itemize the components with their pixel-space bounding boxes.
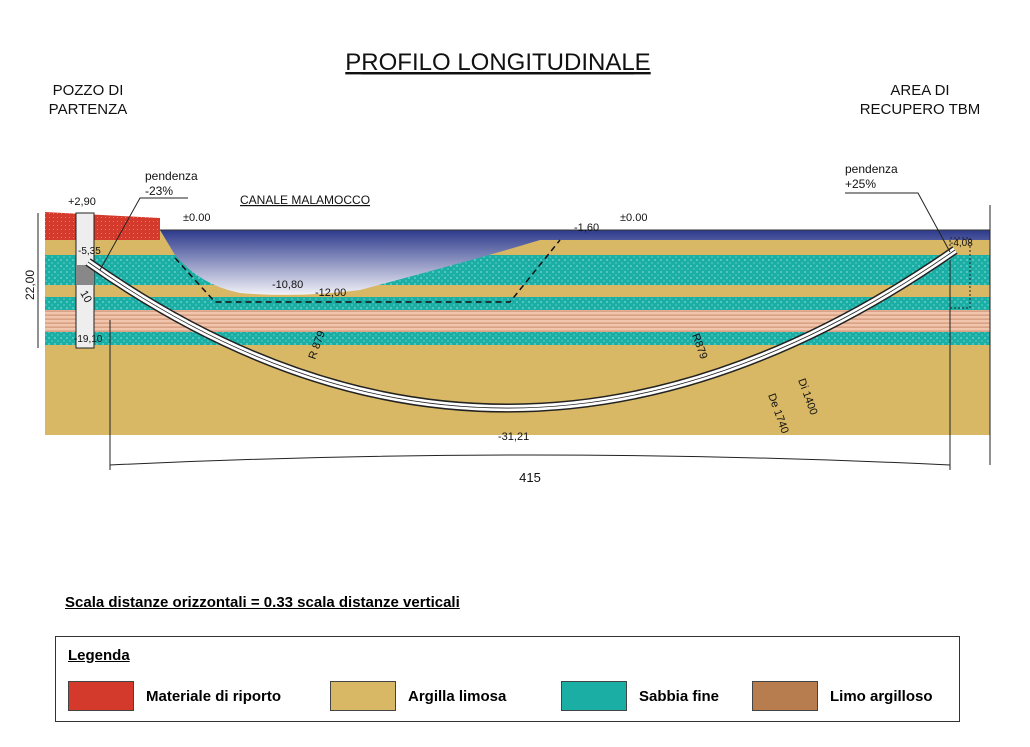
legend-label: Sabbia fine bbox=[639, 687, 720, 705]
elev-lowest: -31,21 bbox=[498, 431, 529, 443]
layer-sand-3 bbox=[45, 332, 990, 345]
elev-shaft-exit: -5,35 bbox=[78, 246, 101, 257]
legend: Legenda Materiale di riporto Argilla lim… bbox=[55, 636, 960, 722]
shaft-height: 22,00 bbox=[23, 270, 37, 300]
legend-item-clay: Argilla limosa bbox=[330, 681, 506, 711]
shaft-width: 10 bbox=[77, 289, 94, 306]
elev-shaft-bottom: -19,10 bbox=[74, 334, 103, 345]
elev-dredge: -12,00 bbox=[315, 287, 346, 299]
sand-swatch bbox=[561, 681, 627, 711]
right-label-1: AREA DI bbox=[890, 82, 949, 99]
soil-layers bbox=[45, 212, 990, 435]
legend-item-fill: Materiale di riporto bbox=[68, 681, 281, 711]
legend-label: Materiale di riporto bbox=[146, 687, 282, 705]
layer-sand-2 bbox=[45, 297, 990, 310]
clay-swatch bbox=[330, 681, 396, 711]
elev-water-left: ±0.00 bbox=[183, 212, 210, 224]
right-slope-value: +25% bbox=[845, 177, 876, 191]
right-slope-label: pendenza bbox=[845, 162, 898, 176]
legend-title: Legenda bbox=[68, 647, 130, 664]
elev-water-right: ±0.00 bbox=[620, 212, 647, 224]
elev-shaft-top: +2,90 bbox=[68, 196, 96, 208]
elev-exit-right: -4,08 bbox=[950, 238, 973, 249]
silt-swatch bbox=[752, 681, 818, 711]
left-slope-value: -23% bbox=[145, 184, 173, 198]
scale-note: Scala distanze orizzontali = 0.33 scala … bbox=[65, 594, 460, 611]
length-label: 415 bbox=[519, 470, 541, 485]
legend-label: Limo argilloso bbox=[830, 687, 933, 705]
legend-item-silt: Limo argilloso bbox=[752, 681, 933, 711]
canal-water bbox=[160, 230, 990, 295]
left-label-2: PARTENZA bbox=[49, 101, 128, 118]
channel-name: CANALE MALAMOCCO bbox=[240, 193, 370, 207]
layer-fill bbox=[45, 212, 160, 240]
legend-item-sand: Sabbia fine bbox=[561, 681, 719, 711]
fill-swatch bbox=[68, 681, 134, 711]
left-slope-label: pendenza bbox=[145, 169, 198, 183]
shaft-gate bbox=[76, 265, 94, 285]
elev-channel-bottom: -10,80 bbox=[272, 279, 303, 291]
dredge-line bbox=[174, 239, 561, 303]
layer-silt bbox=[45, 310, 990, 332]
right-label-2: RECUPERO TBM bbox=[860, 101, 981, 118]
left-label-1: POZZO DI bbox=[53, 82, 124, 99]
tunnel-axis bbox=[87, 249, 956, 409]
elev-bank: -1,60 bbox=[574, 222, 599, 234]
legend-label: Argilla limosa bbox=[408, 687, 507, 705]
page-title: PROFILO LONGITUDINALE bbox=[345, 49, 650, 76]
length-dim bbox=[109, 454, 951, 466]
